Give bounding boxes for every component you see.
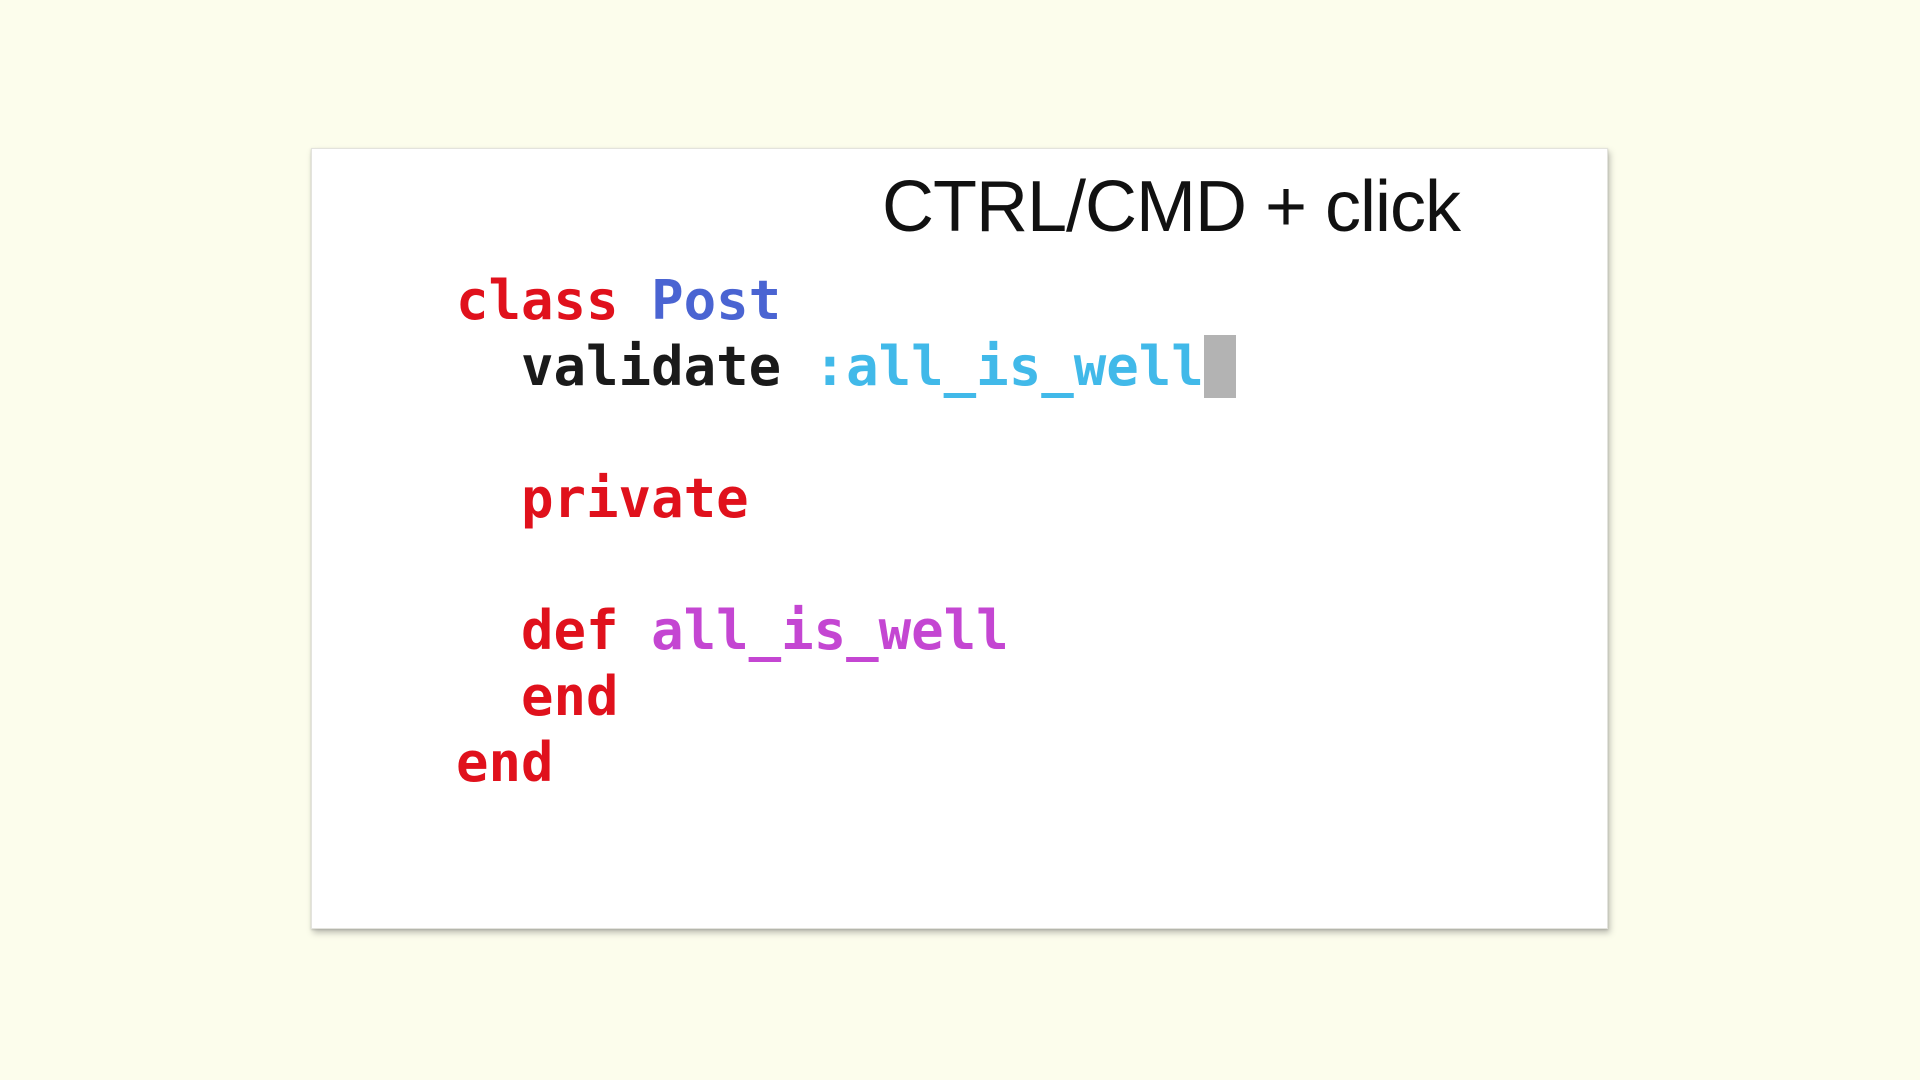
code-token-constant: Post [651, 269, 782, 332]
code-token-method: all_is_well [651, 599, 1009, 662]
code-token-plain [619, 269, 652, 332]
code-token-keyword: class [456, 269, 619, 332]
code-line [456, 532, 1236, 598]
code-token-keyword: private [456, 467, 749, 530]
code-line: class Post [456, 268, 1236, 334]
code-token-keyword: def [456, 599, 652, 662]
slide-card: CTRL/CMD + click class Post validate :al… [311, 148, 1608, 929]
code-token-plain: validate [456, 335, 814, 398]
code-token-symbol: :all_is_well [813, 335, 1204, 398]
slide-title: CTRL/CMD + click [882, 167, 1461, 247]
text-cursor [1203, 335, 1237, 398]
code-line: validate :all_is_well [456, 334, 1237, 400]
code-block: class Post validate :all_is_well private… [456, 268, 1237, 796]
code-line [456, 400, 1236, 466]
code-line: end [456, 730, 1236, 796]
code-token-keyword: end [456, 731, 554, 794]
code-line: end [456, 664, 1236, 730]
code-line: def all_is_well [456, 598, 1236, 664]
code-line: private [456, 466, 1236, 532]
code-token-keyword: end [456, 665, 619, 728]
